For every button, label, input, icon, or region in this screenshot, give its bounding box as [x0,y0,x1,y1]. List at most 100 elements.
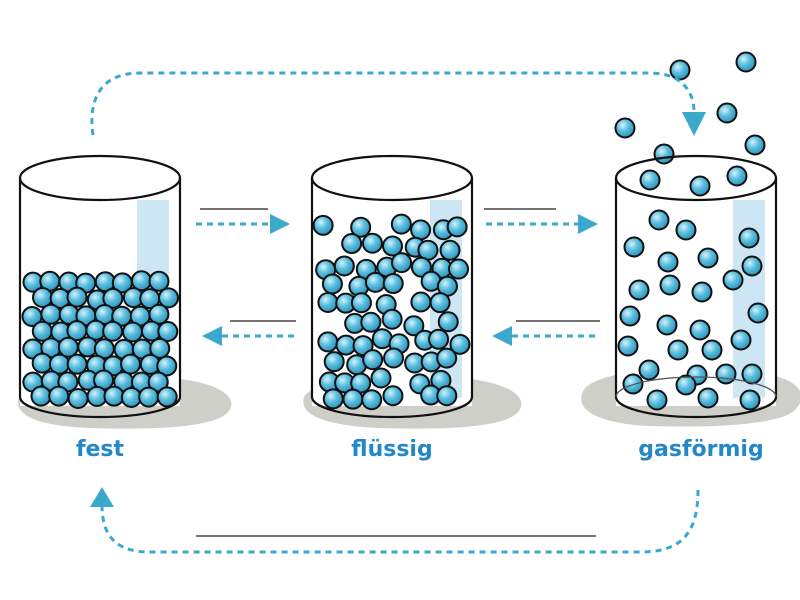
particle [675,219,697,241]
particle [148,270,170,292]
particle [102,320,124,342]
particle [628,279,650,301]
particle [697,387,719,409]
particle [436,347,458,369]
particle [352,335,374,357]
particle [747,302,769,324]
particle [722,269,744,291]
particle [449,333,471,355]
particle [122,321,144,343]
particle [382,273,404,295]
particle [744,134,766,156]
particle [149,337,171,359]
particle [437,311,459,333]
state-label-liquid: flüssig [351,437,433,462]
particle [48,385,70,407]
particle [659,274,681,296]
particle [317,291,339,313]
particle [715,363,737,385]
particle [689,175,711,197]
particle [120,386,142,408]
particle [31,352,53,374]
particle [342,388,364,410]
particle [639,169,661,191]
particle [739,389,761,411]
particle [428,328,450,350]
particle [382,385,404,407]
particle [323,351,345,373]
particle [697,247,719,269]
particle [622,373,644,395]
particle [429,292,451,314]
answer-blanks [196,208,600,537]
particle [361,389,383,411]
state-label-gas: gasförmig [638,437,764,462]
particle [656,314,678,336]
beaker-gas-bottom-back [615,376,777,398]
particle [157,320,179,342]
particle [138,386,160,408]
particle [333,255,355,277]
arrow-head-icon [202,326,222,346]
particle [350,292,372,314]
particle [410,291,432,313]
particle [439,239,461,261]
beaker-outlines [18,154,778,419]
particle [701,339,723,361]
particle [638,359,660,381]
particle [156,386,178,408]
particle [103,385,125,407]
particle [362,349,384,371]
particle [410,219,432,241]
particle [30,385,52,407]
particle [321,273,343,295]
particles [21,51,769,411]
particle [370,367,392,389]
beaker-gas-outline [614,178,778,419]
particle [322,388,344,410]
particle [619,305,641,327]
particle [436,385,458,407]
arrow-gas-to-solid-shaft [100,489,700,554]
particle [735,51,757,73]
particle [158,287,180,309]
particle [350,216,372,238]
particle [156,355,178,377]
particle [716,102,738,124]
arrow-head-icon [578,214,598,234]
particle [102,287,124,309]
beaker-liquid-outline [310,178,474,419]
particle [648,209,670,231]
particle [40,303,62,325]
particle [657,251,679,273]
arrow-head-icon [270,214,290,234]
particle [646,389,668,411]
particle [317,331,339,353]
particle [448,258,470,280]
particle [446,216,468,238]
particle [382,235,404,257]
particle [361,232,383,254]
particle [403,315,425,337]
particle [390,213,412,235]
transition-arrows [90,71,700,554]
particle [383,347,405,369]
particle [653,143,675,165]
beaker-solid-outline [18,178,182,419]
particle [738,227,760,249]
particle [667,339,689,361]
particle [391,252,413,274]
particle [741,363,763,385]
particle [66,286,88,308]
particle [364,271,386,293]
particle [410,256,432,278]
particle [689,319,711,341]
arrow-heads [90,112,706,507]
particle [120,353,142,375]
arrow-head-icon [492,326,512,346]
particle [691,281,713,303]
particle [614,117,636,139]
state-label-solid: fest [75,437,125,462]
particle [360,311,382,333]
